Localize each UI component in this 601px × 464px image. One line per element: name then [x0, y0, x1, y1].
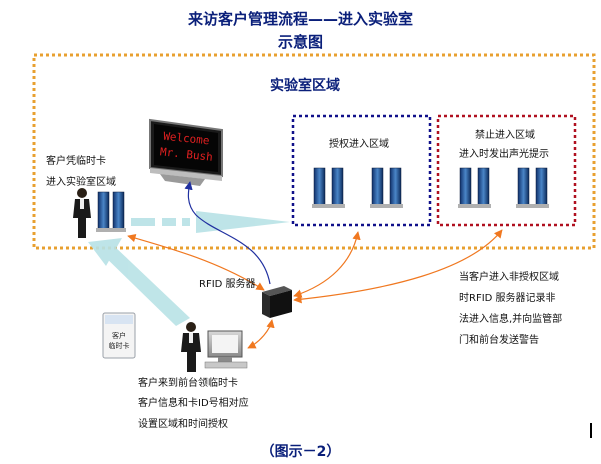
- alert-note-line2: 时RFID 服务器记录非: [459, 293, 556, 304]
- forbidden-zone-border: [436, 114, 577, 227]
- display-sign-text-line2: Mr. Bush: [159, 145, 213, 163]
- temp-card-line2: 临时卡: [109, 341, 130, 350]
- server-to-entry-arrow: [127, 234, 265, 291]
- lab-area-title: 实验室区域: [270, 78, 340, 94]
- server-to-authorized-zone-arrow: [293, 231, 361, 298]
- alert-note-line1: 当客户进入非授权区域: [459, 272, 559, 283]
- server-to-forbidden-zone-arrow: [293, 229, 503, 304]
- visitor-person-icon: [73, 188, 91, 238]
- visitor-entry-line2: 进入实验室区域: [46, 177, 116, 188]
- text-cursor: [590, 423, 592, 438]
- authorized-zone-label: 授权进入区域: [329, 139, 389, 150]
- display-sign-text-line1: Welcome: [163, 130, 210, 148]
- alert-note-line3: 法进入信息,并向监管部: [459, 314, 563, 325]
- rfid-server-icon: [262, 286, 292, 318]
- authorized-zone-border: [291, 114, 432, 227]
- front-desk-visitor-icon: [181, 322, 201, 372]
- front-desk-note-line1: 客户来到前台领临时卡: [138, 378, 238, 389]
- server-to-display-arrow: [184, 181, 271, 285]
- temp-card-line1: 客户: [112, 331, 126, 340]
- figure-caption: （图示－2）: [260, 444, 341, 460]
- forbidden-zone-label-line2: 进入时发出声光提示: [459, 149, 549, 160]
- visitor-entry-line1: 客户凭临时卡: [46, 156, 106, 167]
- alert-note-line4: 门和前台发送警告: [459, 335, 539, 346]
- diagram-title: 来访客户管理流程——进入实验室: [187, 10, 413, 28]
- forbidden-zone-label-line1: 禁止进入区域: [475, 130, 535, 141]
- server-to-front-desk-arrow: [247, 319, 275, 349]
- welcome-display-sign: [149, 118, 223, 186]
- authorized-zone-gates: [312, 167, 403, 208]
- rfid-server-label: RFID 服务器: [199, 279, 256, 290]
- diagram-subtitle: 示意图: [277, 33, 323, 51]
- front-desk-computer-icon: [204, 330, 248, 369]
- front-desk-note-line2: 客户信息和卡ID号相对应: [138, 398, 249, 409]
- front-desk-note-line3: 设置区域和时间授权: [138, 419, 228, 430]
- temporary-card-icon: [102, 312, 136, 359]
- entry-gates: [96, 191, 126, 232]
- forbidden-zone-gates: [458, 167, 549, 208]
